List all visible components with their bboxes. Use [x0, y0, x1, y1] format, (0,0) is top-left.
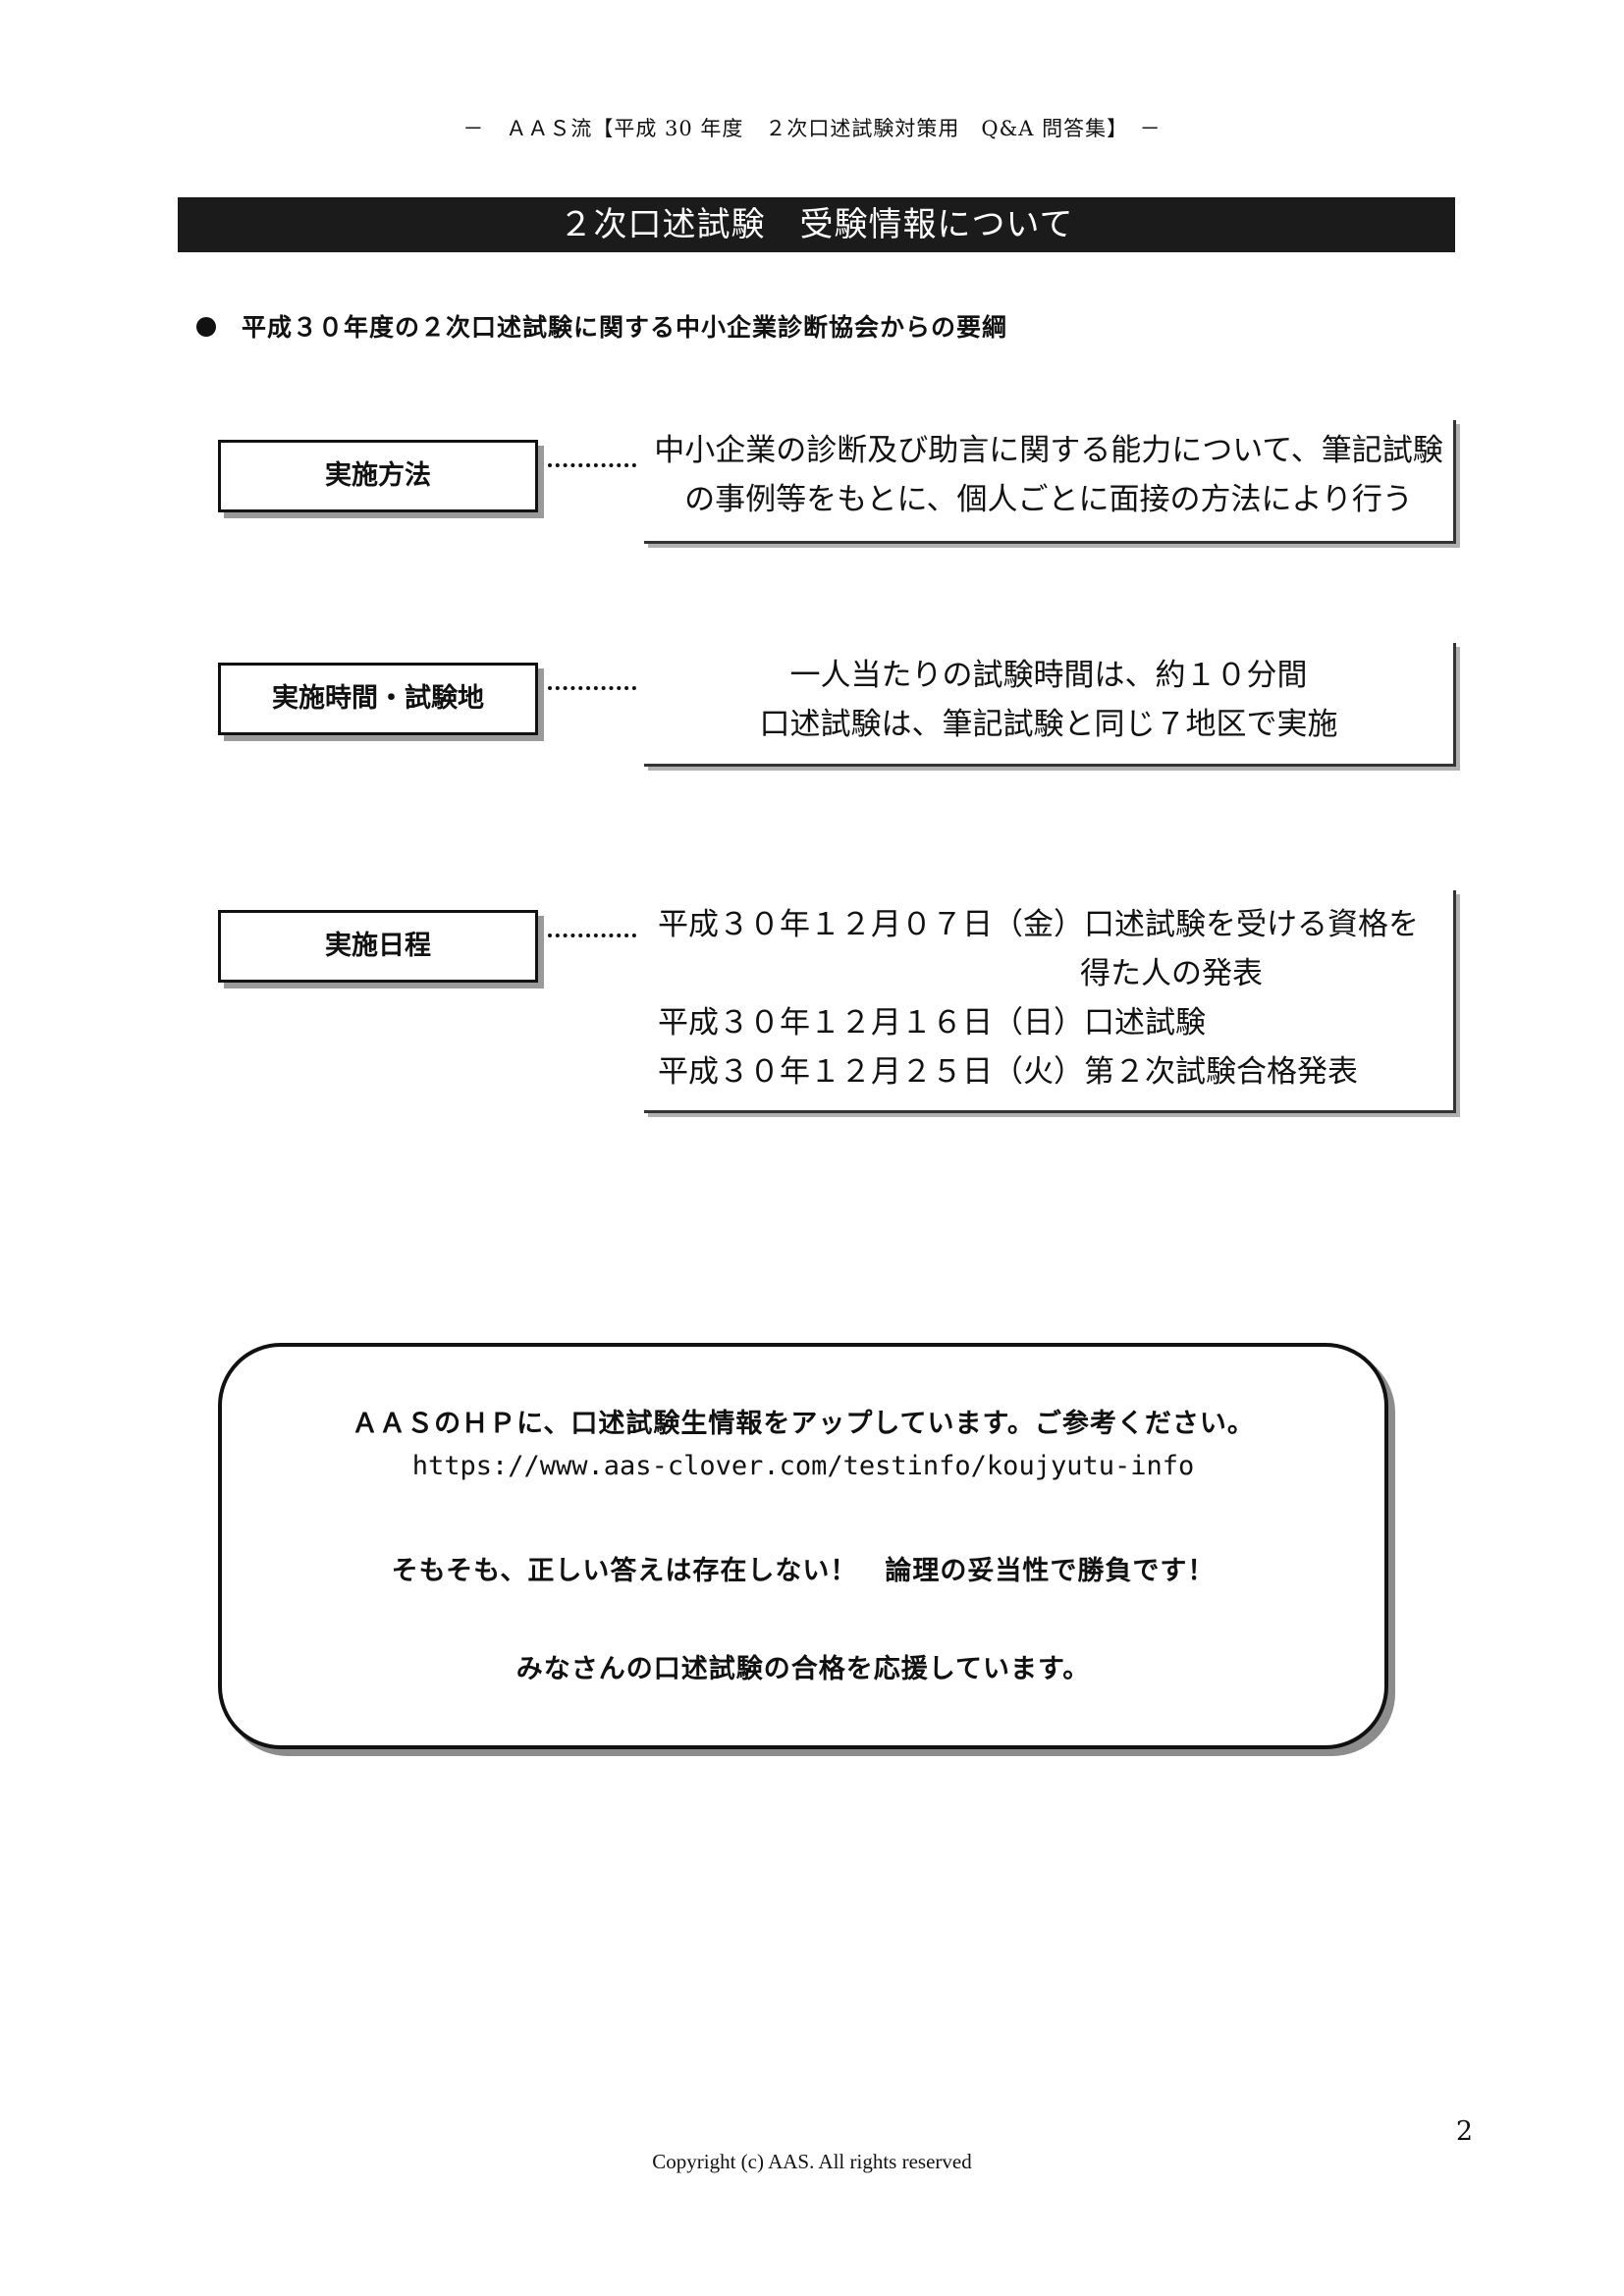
- content-line: 平成３０年１２月０７日（金）口述試験を受ける資格を: [658, 907, 1419, 942]
- content-method: 中小企業の診断及び助言に関する能力について、筆記試験 の事例等をもとに、個人ごと…: [644, 420, 1456, 544]
- content-time-location: 一人当たりの試験時間は、約１０分間 口述試験は、筆記試験と同じ７地区で実施: [644, 643, 1456, 767]
- bullet-icon: [196, 317, 216, 337]
- notice-line: みなさんの口述試験の合格を応援しています。: [515, 1654, 1091, 1684]
- bullet-heading-text: 平成３０年度の２次口述試験に関する中小企業診断協会からの要綱: [242, 313, 1008, 342]
- content-line: 一人当たりの試験時間は、約１０分間: [789, 658, 1308, 693]
- label-method: 実施方法: [218, 440, 538, 512]
- running-header: － ＡＡＳ流【平成 30 年度 ２次口述試験対策用 Q&A 問答集】 －: [462, 117, 1162, 140]
- page-title: ２次口述試験 受験情報について: [178, 197, 1455, 252]
- dotted-connector: [548, 463, 636, 467]
- label-schedule: 実施日程: [218, 910, 538, 983]
- label-time-location: 実施時間・試験地: [218, 663, 538, 735]
- dotted-connector: [548, 686, 636, 690]
- bullet-heading: 平成３０年度の２次口述試験に関する中小企業診断協会からの要綱: [196, 308, 1007, 344]
- content-line: 得た人の発表: [1080, 956, 1263, 991]
- copyright-footer: Copyright (c) AAS. All rights reserved: [652, 2150, 972, 2173]
- content-line: の事例等をもとに、個人ごとに面接の方法により行う: [684, 482, 1413, 517]
- content-line: 中小企業の診断及び助言に関する能力について、筆記試験: [654, 433, 1443, 468]
- notice-box: ＡＡＳのＨＰに、口述試験生情報をアップしています。ご参考ください。 https:…: [218, 1343, 1388, 1749]
- notice-line: ＡＡＳのＨＰに、口述試験生情報をアップしています。ご参考ください。: [352, 1409, 1255, 1439]
- content-line: 平成３０年１２月２５日（火）第２次試験合格発表: [658, 1054, 1358, 1090]
- content-schedule: 平成３０年１２月０７日（金）口述試験を受ける資格を 得た人の発表 平成３０年１２…: [644, 890, 1456, 1113]
- content-line: 平成３０年１２月１６日（日）口述試験: [658, 1005, 1206, 1041]
- content-line: 口述試験は、筆記試験と同じ７地区で実施: [759, 707, 1338, 742]
- notice-url-link[interactable]: https://www.aas-clover.com/testinfo/kouj…: [411, 1451, 1195, 1481]
- dotted-connector: [548, 934, 636, 937]
- page-number: 2: [1455, 2116, 1473, 2147]
- notice-line: そもそも、正しい答えは存在しない！ 論理の妥当性で勝負です！: [391, 1556, 1216, 1586]
